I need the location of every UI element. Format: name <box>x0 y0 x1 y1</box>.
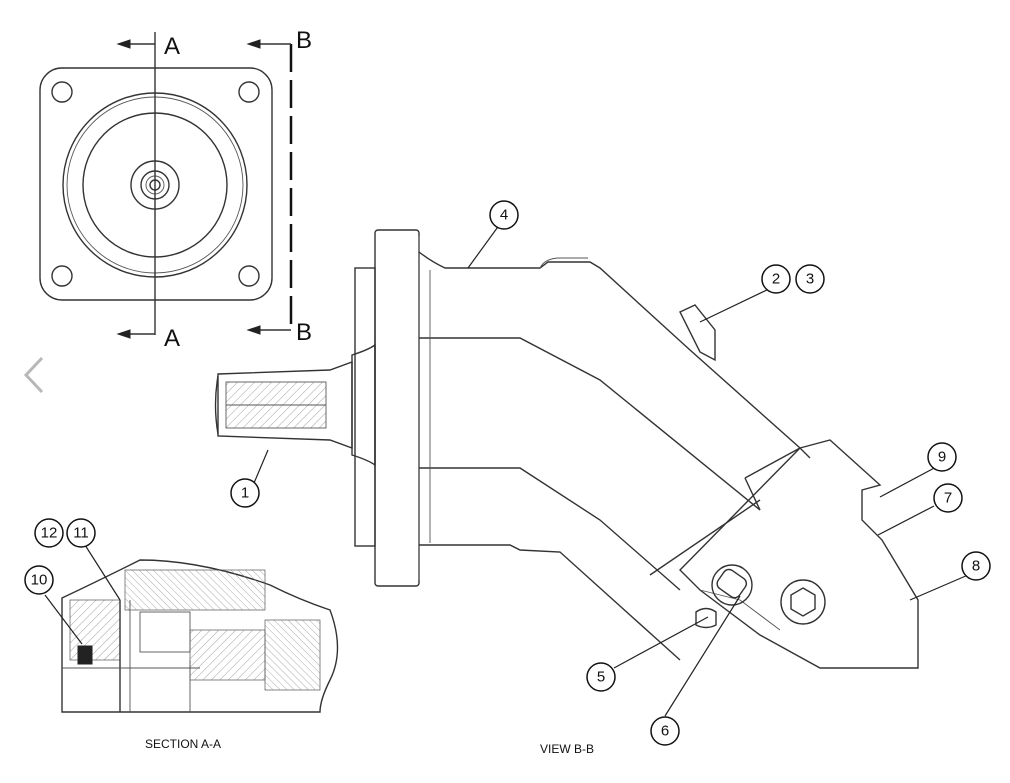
callout-3: 3 <box>795 264 825 294</box>
callout-1: 1 <box>230 478 260 508</box>
previous-image-button[interactable] <box>14 352 54 398</box>
callout-7: 7 <box>933 483 963 513</box>
callout-6: 6 <box>650 716 680 746</box>
caption-section-aa: SECTION A-A <box>145 737 221 751</box>
chevron-left-icon <box>23 356 44 394</box>
svg-text:12: 12 <box>41 525 58 542</box>
end-view <box>39 32 293 339</box>
callout-5: 5 <box>586 662 616 692</box>
caption-view-bb: VIEW B-B <box>540 742 594 756</box>
svg-text:11: 11 <box>73 525 89 542</box>
section-b-label-top: B <box>296 27 312 54</box>
callout-11: 11 <box>66 518 96 548</box>
section-a-label-top: A <box>164 33 180 60</box>
svg-text:8: 8 <box>972 558 980 575</box>
callout-8: 8 <box>961 551 991 581</box>
svg-text:5: 5 <box>597 669 605 686</box>
callout-4: 4 <box>489 200 519 230</box>
svg-text:1: 1 <box>241 485 249 502</box>
leader-lines <box>44 223 969 717</box>
svg-text:7: 7 <box>944 490 952 507</box>
callout-12: 12 <box>34 518 64 548</box>
svg-text:3: 3 <box>806 271 814 288</box>
svg-text:4: 4 <box>500 207 508 224</box>
callout-10: 10 <box>24 565 54 595</box>
svg-text:2: 2 <box>772 271 780 288</box>
section-b-label-bottom: B <box>296 319 312 346</box>
svg-text:9: 9 <box>938 449 946 466</box>
section-aa-view <box>61 559 339 713</box>
section-a-label-bottom: A <box>164 325 180 352</box>
callout-2: 2 <box>761 264 791 294</box>
svg-text:6: 6 <box>661 723 669 740</box>
svg-text:10: 10 <box>31 572 48 589</box>
motor-side-view <box>214 229 919 669</box>
callout-9: 9 <box>927 442 957 472</box>
